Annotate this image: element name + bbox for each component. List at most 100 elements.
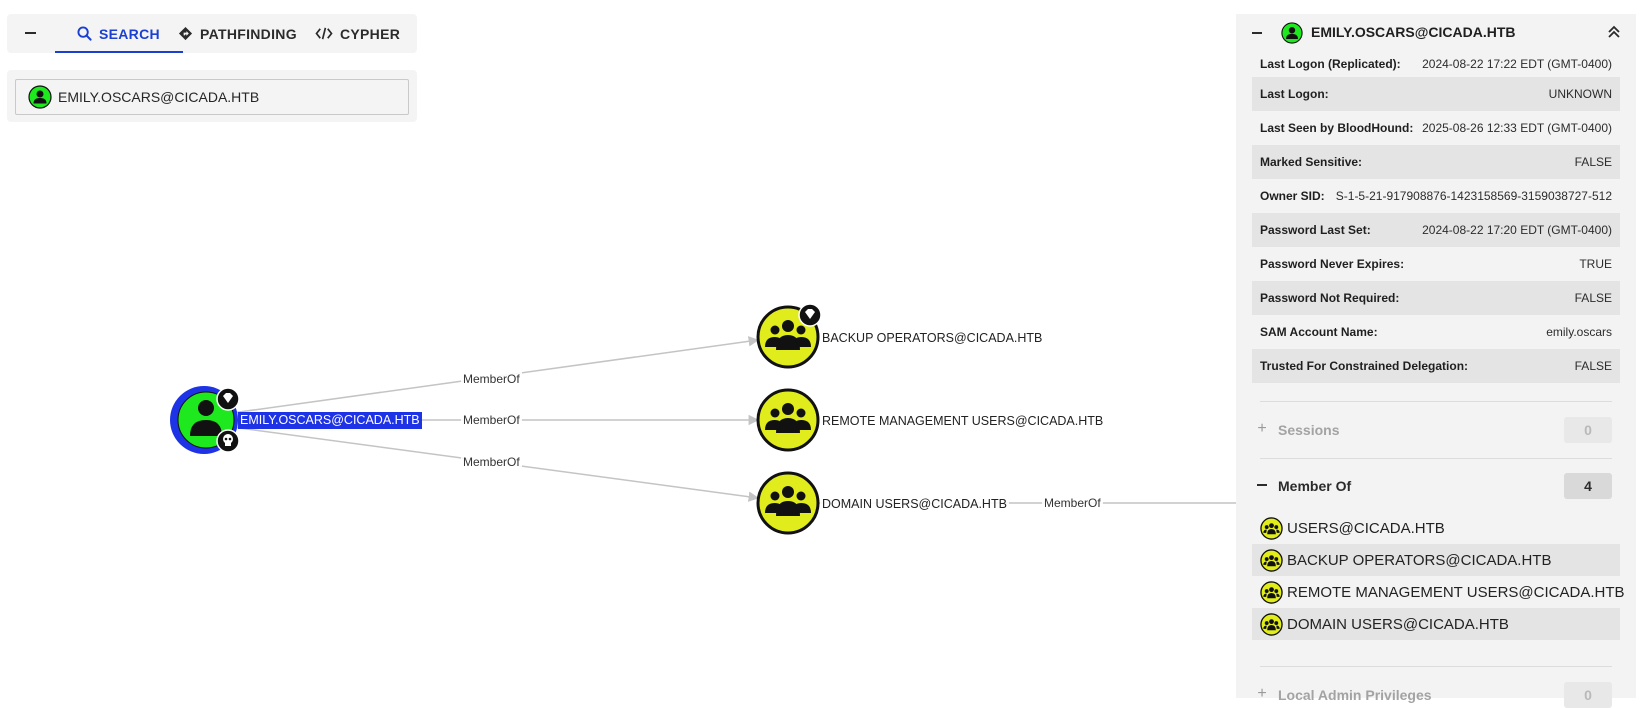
property-key: Password Not Required: [1260, 291, 1400, 305]
group-node-icon [1260, 612, 1283, 636]
entity-info-panel: EMILY.OSCARS@CICADA.HTB Last Logon (Repl… [1236, 14, 1636, 708]
member-of-item[interactable]: BACKUP OPERATORS@CICADA.HTB [1252, 544, 1620, 576]
plus-icon: + [1257, 420, 1267, 437]
section-local-admin-privileges[interactable]: + Local Admin Privileges 0 [1252, 682, 1620, 708]
group-icon [765, 486, 811, 516]
section-count-badge: 4 [1564, 473, 1612, 499]
tab-label: PATHFINDING [200, 25, 297, 42]
member-of-name: REMOTE MANAGEMENT USERS@CICADA.HTB [1287, 583, 1625, 601]
property-row: Marked Sensitive: FALSE [1252, 145, 1620, 179]
section-divider [1260, 458, 1612, 459]
property-key: Last Logon (Replicated): [1260, 57, 1401, 71]
property-key: Last Logon: [1260, 87, 1329, 101]
search-input-value: EMILY.OSCARS@CICADA.HTB [58, 89, 260, 105]
property-value: S-1-5-21-917908876-1423158569-3159038727… [1335, 189, 1612, 203]
property-key: Owner SID: [1260, 189, 1325, 203]
search-icon [77, 26, 92, 41]
property-row: Last Logon: UNKNOWN [1252, 77, 1620, 111]
member-of-item[interactable]: USERS@CICADA.HTB [1252, 512, 1620, 544]
entity-panel-title: EMILY.OSCARS@CICADA.HTB [1311, 24, 1516, 40]
property-value: FALSE [1574, 291, 1612, 305]
user-node-icon [1281, 22, 1303, 44]
member-of-name: BACKUP OPERATORS@CICADA.HTB [1287, 551, 1552, 569]
property-value: 2025-08-26 12:33 EDT (GMT-0400) [1422, 121, 1612, 135]
group-node-icon [1260, 548, 1283, 572]
node-backup-operators[interactable] [756, 303, 822, 369]
section-sessions[interactable]: + Sessions 0 [1252, 417, 1620, 443]
active-tab-indicator [55, 51, 183, 53]
property-value: TRUE [1579, 257, 1612, 271]
user-icon [190, 400, 222, 436]
node-label-emily[interactable]: EMILY.OSCARS@CICADA.HTB [238, 412, 422, 429]
property-row: Password Last Set: 2024-08-22 17:20 EDT … [1252, 213, 1620, 247]
property-key: SAM Account Name: [1260, 325, 1378, 339]
node-label-domain-users[interactable]: DOMAIN USERS@CICADA.HTB [820, 496, 1009, 513]
node-label-backup-operators[interactable]: BACKUP OPERATORS@CICADA.HTB [820, 330, 1045, 347]
tab-search[interactable]: SEARCH [77, 14, 160, 53]
edge-label: MemberOf [1042, 496, 1103, 510]
tab-label: SEARCH [99, 25, 160, 42]
property-value: FALSE [1574, 155, 1612, 169]
member-of-name: DOMAIN USERS@CICADA.HTB [1287, 615, 1509, 633]
skull-badge-icon [216, 429, 240, 453]
gem-badge-icon [216, 387, 240, 411]
minus-icon [1254, 477, 1270, 493]
property-value: UNKNOWN [1548, 87, 1612, 101]
edge-label: MemberOf [461, 413, 522, 427]
node-remote-management-users[interactable] [756, 388, 820, 452]
search-mode-tabs: SEARCH PATHFINDING CYPHER [7, 14, 417, 53]
member-of-item[interactable]: DOMAIN USERS@CICADA.HTB [1252, 608, 1620, 640]
edge-label: MemberOf [461, 455, 522, 469]
member-of-name: USERS@CICADA.HTB [1287, 519, 1445, 537]
property-row: Last Logon (Replicated): 2024-08-22 17:2… [1252, 51, 1620, 77]
property-key: Password Never Expires: [1260, 257, 1405, 271]
group-icon [765, 403, 811, 433]
user-node-icon [28, 85, 52, 109]
property-row: Trusted For Constrained Delegation: FALS… [1252, 349, 1620, 383]
property-row: Password Never Expires: TRUE [1252, 247, 1620, 281]
section-member-of[interactable]: Member Of 4 [1252, 473, 1620, 499]
section-title: Local Admin Privileges [1278, 687, 1432, 703]
section-count-badge: 0 [1564, 417, 1612, 443]
tab-pathfinding[interactable]: PATHFINDING [178, 14, 297, 53]
node-emily[interactable] [170, 386, 240, 454]
group-icon [765, 320, 811, 350]
property-row: SAM Account Name: emily.oscars [1252, 315, 1620, 349]
collapse-panel-button[interactable] [1246, 22, 1268, 44]
section-title: Member Of [1278, 478, 1352, 494]
tab-label: CYPHER [340, 25, 401, 42]
chevron-double-up-icon[interactable] [1606, 24, 1622, 40]
property-key: Trusted For Constrained Delegation: [1260, 359, 1469, 373]
collapse-search-button[interactable] [19, 22, 41, 44]
member-of-list: USERS@CICADA.HTB BACKUP OPERATORS@CICADA… [1252, 512, 1625, 640]
property-key: Password Last Set: [1260, 223, 1371, 237]
group-node-icon [1260, 516, 1283, 540]
plus-icon: + [1257, 685, 1267, 702]
tab-cypher[interactable]: CYPHER [315, 14, 400, 53]
section-divider [1260, 666, 1612, 667]
section-count-badge: 0 [1564, 682, 1612, 708]
object-properties-list: Last Logon (Replicated): 2024-08-22 17:2… [1252, 51, 1620, 383]
property-value: FALSE [1574, 359, 1612, 373]
property-row: Owner SID: S-1-5-21-917908876-1423158569… [1252, 179, 1620, 213]
member-of-item[interactable]: REMOTE MANAGEMENT USERS@CICADA.HTB [1252, 576, 1625, 608]
search-input-card: EMILY.OSCARS@CICADA.HTB [7, 70, 417, 122]
property-value: 2024-08-22 17:22 EDT (GMT-0400) [1422, 57, 1612, 71]
section-title: Sessions [1278, 422, 1340, 438]
section-divider [1260, 401, 1612, 402]
edge-label: MemberOf [461, 372, 522, 386]
code-icon [315, 27, 333, 40]
gem-badge-icon [798, 303, 822, 327]
node-label-remote-management-users[interactable]: REMOTE MANAGEMENT USERS@CICADA.HTB [820, 413, 1106, 430]
node-domain-users[interactable] [756, 471, 820, 535]
search-input[interactable]: EMILY.OSCARS@CICADA.HTB [15, 79, 409, 115]
property-row: Last Seen by BloodHound: 2025-08-26 12:3… [1252, 111, 1620, 145]
property-value: 2024-08-22 17:20 EDT (GMT-0400) [1422, 223, 1612, 237]
property-row: Password Not Required: FALSE [1252, 281, 1620, 315]
group-node-icon [1260, 580, 1283, 604]
entity-panel-header: EMILY.OSCARS@CICADA.HTB [1236, 14, 1636, 51]
property-value: emily.oscars [1546, 325, 1612, 339]
pathfinding-icon [178, 26, 193, 41]
property-key: Marked Sensitive: [1260, 155, 1363, 169]
